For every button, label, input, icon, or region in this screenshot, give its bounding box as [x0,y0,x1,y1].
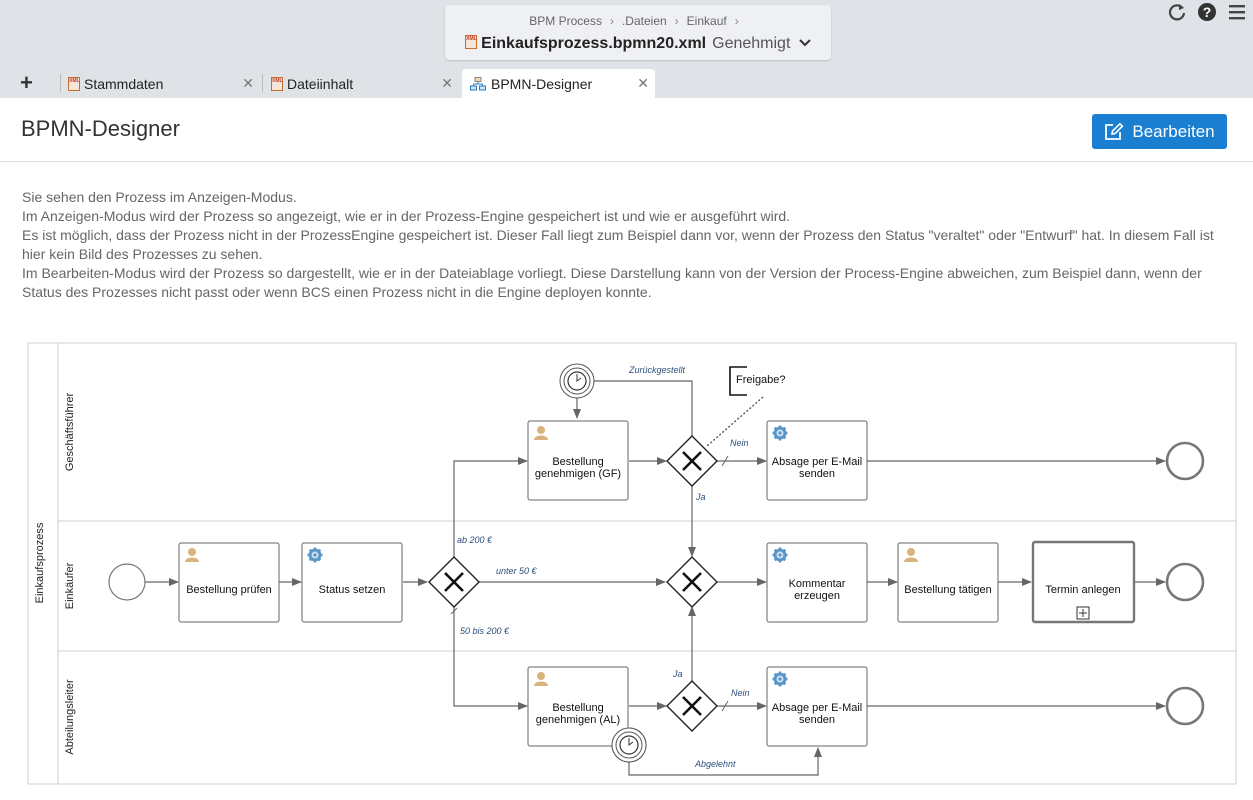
flow-label: Ja [672,669,683,679]
edit-button-label: Bearbeiten [1132,121,1215,141]
task-genehmigen-gf[interactable]: Bestellung genehmigen (GF) [527,420,629,501]
tab-label: BPMN-Designer [491,75,593,92]
end-event-gf[interactable] [1165,441,1205,481]
bpmn-diagram: Einkaufsprozess Geschäftsführer Einkäufe… [27,342,1237,785]
refresh-icon[interactable] [1167,2,1187,22]
close-icon[interactable]: ✕ [242,75,254,91]
description-line: Sie sehen den Prozess im Anzeigen-Modus. [22,189,297,205]
gateway-al-decision[interactable] [666,680,718,732]
breadcrumb-item[interactable]: BPM Process [529,14,602,28]
gateway-gf-decision[interactable] [666,435,718,487]
tab-bpmn-designer[interactable]: BPMN-Designer ✕ [462,69,655,98]
service-task-icon [771,670,789,688]
task-bestellung-taetigen[interactable]: Bestellung tätigen [897,542,999,623]
menu-icon[interactable] [1227,2,1247,22]
edit-icon [1105,122,1124,140]
gateway-merge[interactable] [666,556,718,608]
description-line: Im Anzeigen-Modus wird der Prozess so an… [22,208,791,224]
flow-label: Nein [731,688,750,698]
subprocess-termin-anlegen[interactable]: Termin anlegen [1031,540,1136,624]
sequence-flows [145,380,1166,776]
flow-label: Zurückgestellt [628,365,686,375]
svg-text:senden: senden [799,714,835,726]
end-event-al[interactable] [1165,686,1205,726]
svg-text:Kommentar: Kommentar [789,578,846,590]
timer-event-gf[interactable] [559,363,595,399]
close-icon[interactable]: ✕ [441,75,453,91]
xml-file-icon: XML [465,35,478,49]
breadcrumb-item[interactable]: .Dateien [621,14,667,28]
file-name: Einkaufsprozess.bpmn20.xml [481,35,707,52]
svg-text:Absage per E-Mail: Absage per E-Mail [772,456,863,468]
svg-text:genehmigen (AL): genehmigen (AL) [536,714,620,726]
page-header: BPMN-Designer Bearbeiten [0,98,1253,162]
service-task-icon [306,546,324,564]
help-icon[interactable]: ? [1197,2,1217,22]
service-task-icon [771,424,789,442]
close-icon[interactable]: ✕ [637,75,649,91]
svg-text:senden: senden [799,468,835,480]
edit-button[interactable]: Bearbeiten [1092,114,1227,149]
task-absage-al[interactable]: Absage per E-Mail senden [766,666,868,747]
flow-label: Nein [730,438,749,448]
tab-label: Stammdaten [84,75,164,92]
svg-text:Bestellung prüfen: Bestellung prüfen [186,584,272,596]
mode-description: Sie sehen den Prozess im Anzeigen-Modus.… [22,188,1234,302]
service-task-icon [771,546,789,564]
tab-stammdaten[interactable]: XML Stammdaten ✕ [60,69,260,98]
description-line: Es ist möglich, dass der Prozess nicht i… [22,227,1214,262]
task-genehmigen-al[interactable]: Bestellung genehmigen (AL) [527,666,629,747]
start-event[interactable] [108,563,146,601]
flow-label: unter 50 € [496,566,538,576]
task-absage-gf[interactable]: Absage per E-Mail senden [766,420,868,501]
tab-dateiinhalt[interactable]: XML Dateiinhalt ✕ [263,69,459,98]
lane-label-ek: Einkäufer [64,562,76,609]
flow-label: Ja [695,492,706,502]
tab-bar: + XML Stammdaten ✕ XML Dateiinhalt ✕ BPM… [0,68,1253,98]
annotation-freigabe: Freigabe? [706,366,786,447]
task-bestellung-pruefen[interactable]: Bestellung prüfen [178,542,280,623]
pool-label: Einkaufsprozess [34,522,46,603]
flow-label: ab 200 € [457,535,493,545]
xml-file-icon: XML [68,76,80,91]
lane-label-gf: Geschäftsführer [64,393,76,472]
svg-text:Bestellung tätigen: Bestellung tätigen [904,584,991,596]
svg-text:?: ? [1203,4,1212,20]
breadcrumb-item[interactable]: Einkauf [686,14,727,28]
svg-text:Bestellung: Bestellung [552,456,603,468]
annotation-text: Freigabe? [736,374,786,386]
task-kommentar[interactable]: Kommentar erzeugen [766,542,868,623]
expand-icon[interactable] [1076,606,1090,620]
svg-text:Status setzen: Status setzen [319,584,386,596]
flow-label: 50 bis 200 € [460,626,510,636]
svg-text:Bestellung: Bestellung [552,702,603,714]
task-status-setzen[interactable]: Status setzen [301,542,403,623]
top-icons: ? [1167,2,1247,24]
tab-label: Dateiinhalt [287,75,354,92]
pool: Einkaufsprozess Geschäftsführer Einkäufe… [27,342,1237,785]
svg-text:Termin anlegen: Termin anlegen [1045,584,1120,596]
breadcrumb: BPM Process›.Dateien›Einkauf› [529,14,739,28]
page-title: BPMN-Designer [21,116,180,141]
description-line: Im Bearbeiten-Modus wird der Prozess so … [22,265,1202,300]
chevron-down-icon [799,39,811,47]
file-status: Genehmigt [712,35,791,52]
end-event-ek[interactable] [1165,562,1205,602]
xml-file-icon: XML [271,76,283,91]
svg-text:genehmigen (GF): genehmigen (GF) [535,468,621,480]
add-tab-button[interactable]: + [20,70,33,95]
lane-label-al: Abteilungsleiter [64,679,76,755]
svg-text:erzeugen: erzeugen [794,590,840,602]
process-diagram-icon [470,76,486,90]
flow-label: Abgelehnt [694,759,736,769]
gateway-amount[interactable] [428,556,480,608]
timer-event-al-overlay [611,727,647,763]
svg-text:Absage per E-Mail: Absage per E-Mail [772,702,863,714]
